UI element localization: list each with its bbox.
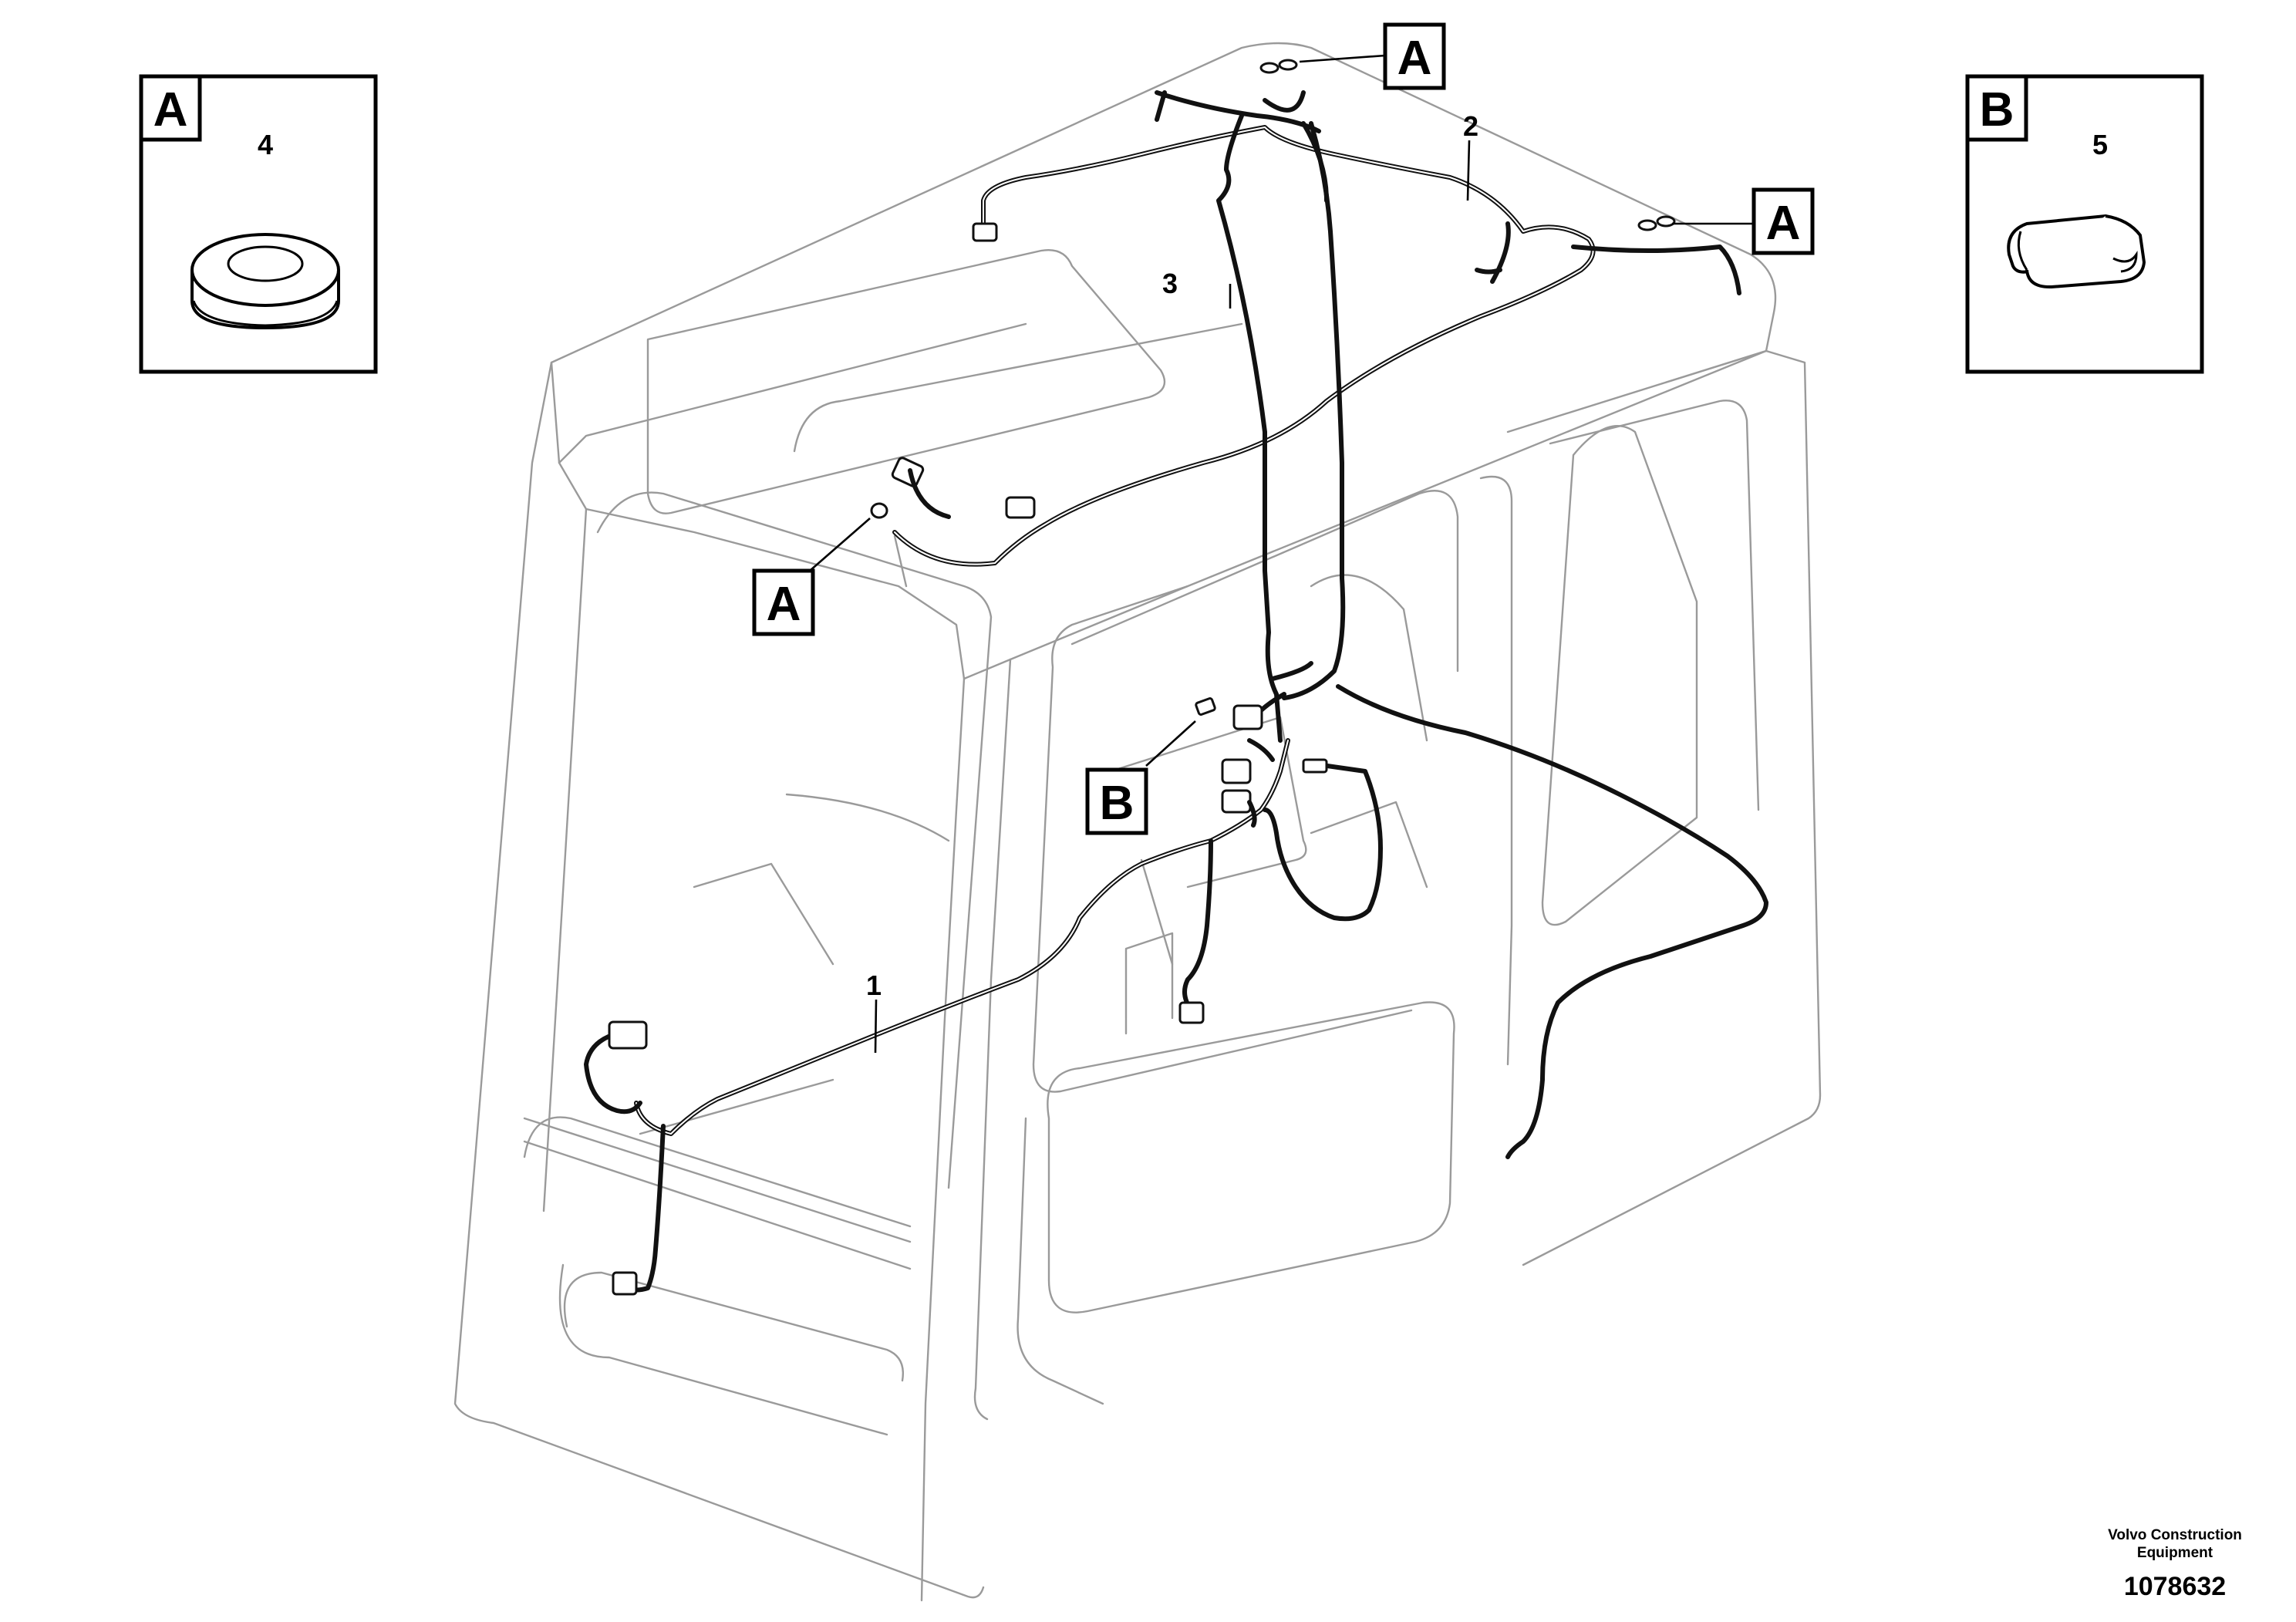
callout-a-left: A [752, 568, 815, 636]
callout-a-right-label: A [1766, 197, 1801, 250]
detail-panel-b: B 5 [1965, 74, 2204, 374]
detail-panel-b-part-number: 5 [2092, 129, 2108, 160]
cab-outline [453, 42, 1822, 1602]
callout-a-left-label: A [767, 578, 801, 631]
leader-lines [264, 54, 2102, 1054]
part-number-1: 1 [866, 969, 882, 1001]
callout-b-center: B [1085, 767, 1148, 835]
manufacturer-name-line1: Volvo Construction [2108, 1527, 2242, 1543]
grommet-icon [190, 233, 340, 330]
callout-b-center-label: B [1100, 777, 1135, 830]
detail-panel-b-letter: B [1980, 83, 2014, 137]
document-number: 1078632 [2123, 1572, 2227, 1601]
callout-a-right: A [1752, 187, 1815, 255]
clip-icon [2007, 214, 2146, 289]
callout-a-top: A [1383, 22, 1446, 90]
manufacturer-name-line2: Equipment [2136, 1545, 2213, 1561]
detail-panel-a: A 4 [139, 74, 378, 374]
harness-3-pillar [1216, 113, 1383, 922]
detail-panel-a-part-number: 4 [258, 129, 273, 160]
part-number-2: 2 [1463, 110, 1478, 142]
part-number-3: 3 [1162, 268, 1178, 299]
harness-2-roof [891, 90, 1741, 567]
detail-panel-a-letter: A [153, 83, 188, 137]
harness-1-floor [584, 661, 1768, 1296]
callout-a-top-label: A [1397, 32, 1432, 85]
roof-grommets [870, 59, 1676, 519]
